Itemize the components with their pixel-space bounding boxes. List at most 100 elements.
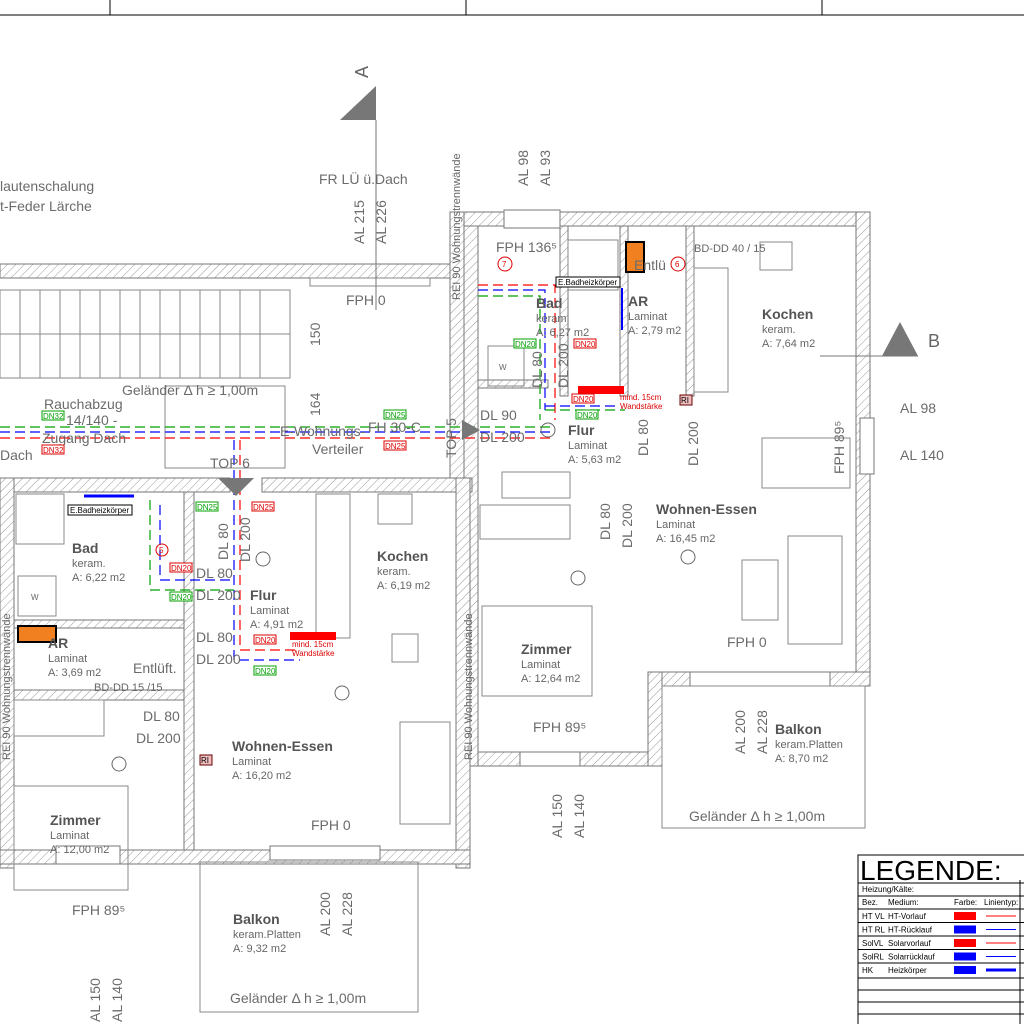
title-block-frame <box>0 0 1024 16</box>
svg-text:AL 215: AL 215 <box>351 200 367 244</box>
electrical-panel-icon <box>17 625 57 643</box>
svg-text:DL 90: DL 90 <box>480 407 517 423</box>
unit-top5-walls <box>449 209 875 829</box>
svg-text:E-Wohnungs-: E-Wohnungs- <box>280 423 366 439</box>
legend-medium: HT-Vorlauf <box>888 912 927 921</box>
svg-text:mind. 15cm: mind. 15cm <box>292 640 334 649</box>
svg-text:DN20: DN20 <box>515 340 536 349</box>
svg-text:5: 5 <box>159 546 164 555</box>
svg-text:FPH 89⁵: FPH 89⁵ <box>831 421 847 474</box>
svg-text:DL 80: DL 80 <box>215 523 231 560</box>
svg-text:Flur: Flur <box>568 422 595 438</box>
svg-text:Entlü: Entlü <box>634 257 666 273</box>
svg-text:DN20: DN20 <box>577 411 598 420</box>
legend-title: LEGENDE: <box>860 855 1002 886</box>
svg-text:AL 228: AL 228 <box>754 710 770 754</box>
svg-text:DN20: DN20 <box>171 564 192 573</box>
svg-text:DL 80: DL 80 <box>529 351 545 388</box>
svg-text:Wandstärke: Wandstärke <box>292 649 335 658</box>
legend-color-swatch <box>954 925 976 934</box>
legend-color-swatch <box>954 952 976 961</box>
ceiling-light-icon <box>540 422 556 438</box>
svg-text:AR: AR <box>628 293 648 309</box>
svg-text:FH 30-C: FH 30-C <box>368 419 421 435</box>
svg-text:Wandstärke: Wandstärke <box>620 402 663 411</box>
svg-text:Zimmer: Zimmer <box>50 812 101 828</box>
svg-text:Bez.: Bez. <box>862 898 878 907</box>
svg-text:mind. 15cm: mind. 15cm <box>620 393 662 402</box>
svg-text:FPH 0: FPH 0 <box>727 634 767 650</box>
svg-text:W: W <box>499 363 507 372</box>
svg-text:t-Feder Lärche: t-Feder Lärche <box>0 198 92 214</box>
svg-text:DL 80: DL 80 <box>635 419 651 456</box>
svg-text:DN25: DN25 <box>253 503 274 512</box>
svg-text:Wohnen-Essen: Wohnen-Essen <box>232 738 333 754</box>
svg-text:Zimmer: Zimmer <box>521 641 572 657</box>
svg-text:Geländer Δ h ≥ 1,00m: Geländer Δ h ≥ 1,00m <box>122 382 258 398</box>
svg-text:Flur: Flur <box>250 587 277 603</box>
pipe-size-tags: DN20 DN20 DN20 DN20 DN25 DN25 DN32 DN32 … <box>41 338 599 676</box>
svg-text:keram.: keram. <box>377 566 411 578</box>
legend-medium: Heizkörper <box>888 966 927 975</box>
svg-text:keram.: keram. <box>536 313 570 325</box>
svg-text:A: 2,79 m2: A: 2,79 m2 <box>628 325 681 337</box>
svg-text:AL 226: AL 226 <box>373 200 389 244</box>
svg-text:Balkon: Balkon <box>233 911 280 927</box>
section-label-a: A <box>352 66 372 78</box>
svg-text:A: 16,45 m2: A: 16,45 m2 <box>656 533 715 545</box>
svg-text:Laminat: Laminat <box>232 756 271 768</box>
svg-text:AL 140: AL 140 <box>900 447 944 463</box>
svg-text:DL 200: DL 200 <box>619 503 635 548</box>
svg-text:AL 98: AL 98 <box>515 150 531 186</box>
ceiling-light-icon <box>570 570 586 586</box>
svg-text:DL 200: DL 200 <box>196 587 241 603</box>
svg-text:A: 16,20 m2: A: 16,20 m2 <box>232 770 291 782</box>
svg-text:Laminat: Laminat <box>521 659 560 671</box>
legend-color-swatch <box>954 939 976 947</box>
ceiling-light-icon <box>111 756 127 772</box>
svg-text:Geländer Δ h ≥ 1,00m: Geländer Δ h ≥ 1,00m <box>689 808 825 824</box>
svg-text:keram.Platten: keram.Platten <box>233 929 301 941</box>
svg-text:A: 6,27 m2: A: 6,27 m2 <box>536 327 589 339</box>
svg-text:keram.: keram. <box>762 324 796 336</box>
svg-text:DN32: DN32 <box>43 446 64 455</box>
legend-medium: HT-Rücklauf <box>888 926 933 935</box>
svg-text:REI 90 Wohnungstrennwände: REI 90 Wohnungstrennwände <box>451 153 463 300</box>
svg-text:Laminat: Laminat <box>656 519 695 531</box>
section-marker-b-icon <box>882 322 918 356</box>
svg-text:A: 7,64 m2: A: 7,64 m2 <box>762 338 815 350</box>
legend-color-swatch <box>954 966 976 974</box>
entry-marker-icon <box>462 420 480 440</box>
svg-text:DL 80: DL 80 <box>196 565 233 581</box>
staircase <box>0 263 451 469</box>
svg-text:TOP 5: TOP 5 <box>443 418 459 458</box>
svg-text:FR LÜ ü.Dach: FR LÜ ü.Dach <box>319 170 408 187</box>
svg-text:A: 12,00 m2: A: 12,00 m2 <box>50 844 109 856</box>
svg-text:A: 5,63 m2: A: 5,63 m2 <box>568 454 621 466</box>
svg-text:AL 93: AL 93 <box>537 150 553 186</box>
svg-text:DL 80: DL 80 <box>597 503 613 540</box>
svg-text:DN20: DN20 <box>255 636 276 645</box>
legend-color-swatch <box>954 912 976 920</box>
svg-text:Linientyp:: Linientyp: <box>984 898 1018 907</box>
svg-text:Wohnen-Essen: Wohnen-Essen <box>656 501 757 517</box>
svg-text:FPH 89⁵: FPH 89⁵ <box>533 719 586 735</box>
ceiling-light-icon <box>255 551 271 567</box>
svg-text:A: 6,22 m2: A: 6,22 m2 <box>72 572 125 584</box>
svg-text:150: 150 <box>307 322 323 346</box>
legend-row: HK Heizkörper <box>858 962 1024 975</box>
svg-text:BD-DD 15 /15: BD-DD 15 /15 <box>94 682 162 694</box>
legend-code: HK <box>862 966 874 975</box>
svg-text:14/140 -: 14/140 - <box>66 412 118 428</box>
